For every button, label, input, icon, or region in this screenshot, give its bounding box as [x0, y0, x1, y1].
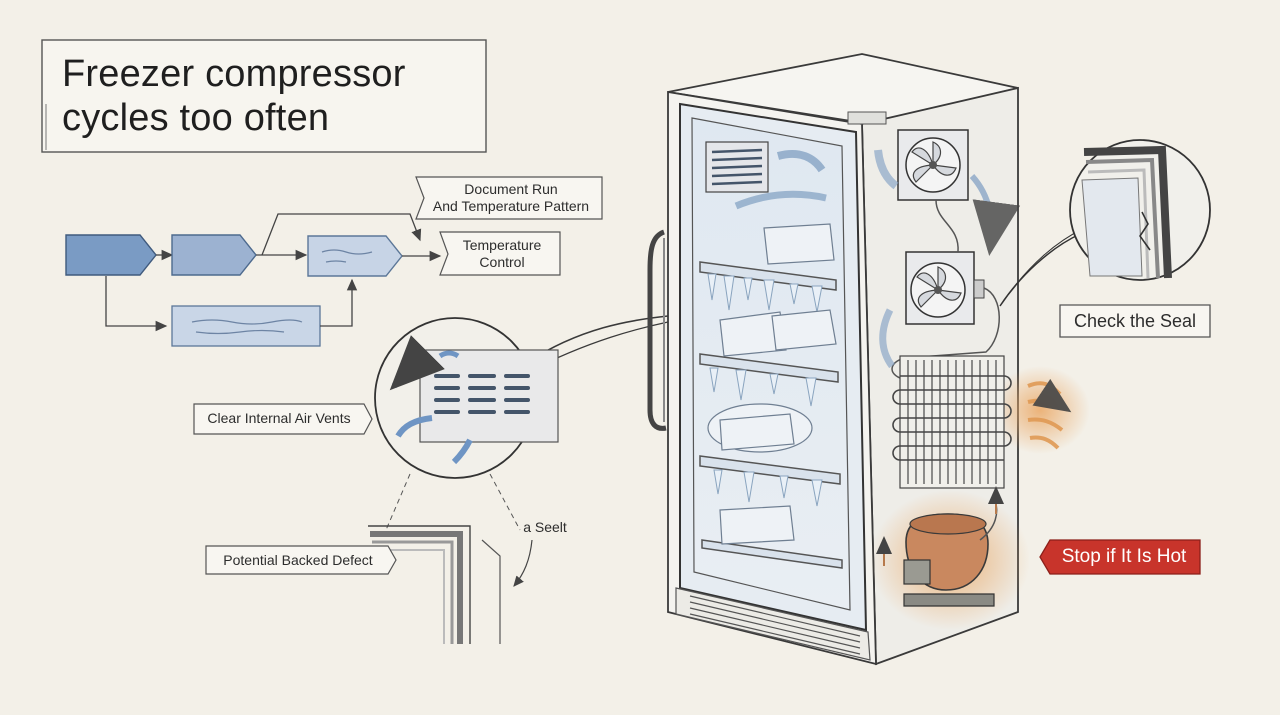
flow-step-1	[65, 234, 157, 276]
seal-note-label: a Seelt	[523, 519, 567, 535]
document-run-label: Document Run And Temperature Pattern	[424, 181, 598, 215]
clear-vents-label: Clear Internal Air Vents	[207, 410, 351, 426]
seal-corner-detail	[368, 525, 533, 644]
clear-vents-box	[193, 403, 373, 435]
condenser-system	[870, 129, 1090, 630]
potential-defect-label: Potential Backed Defect	[223, 552, 373, 568]
flow-step-3	[307, 235, 403, 277]
document-run-box	[415, 176, 603, 220]
vent-magnifier	[374, 315, 669, 531]
potential-defect-box	[205, 545, 397, 575]
flow-step-4	[171, 305, 321, 347]
document-run-line-1: Document Run	[464, 181, 558, 197]
temperature-control-line-2: Control	[479, 254, 525, 270]
stop-hot-label: Stop if It Is Hot	[1061, 546, 1187, 567]
seal-magnifier	[999, 139, 1211, 307]
title-line-1: Freezer compressor	[62, 53, 406, 95]
temperature-control-label: Temperature Control	[448, 237, 556, 271]
flow-step-2	[171, 234, 257, 276]
evaporator-fan	[897, 129, 969, 201]
title-line-2: cycles too often	[62, 97, 330, 139]
process-flowchart	[65, 213, 442, 347]
title-frame	[41, 39, 487, 153]
condenser-fan	[905, 251, 985, 325]
document-run-line-2: And Temperature Pattern	[432, 198, 590, 214]
temperature-control-line-1: Temperature	[462, 237, 542, 253]
compressor	[876, 486, 1004, 607]
check-seal-label: Check the Seal	[1073, 311, 1197, 331]
check-seal-box	[1059, 304, 1211, 338]
stop-hot-callout	[1039, 539, 1201, 575]
temperature-control-box	[439, 231, 561, 276]
page-title: Freezer compressor cycles too often	[62, 52, 406, 140]
